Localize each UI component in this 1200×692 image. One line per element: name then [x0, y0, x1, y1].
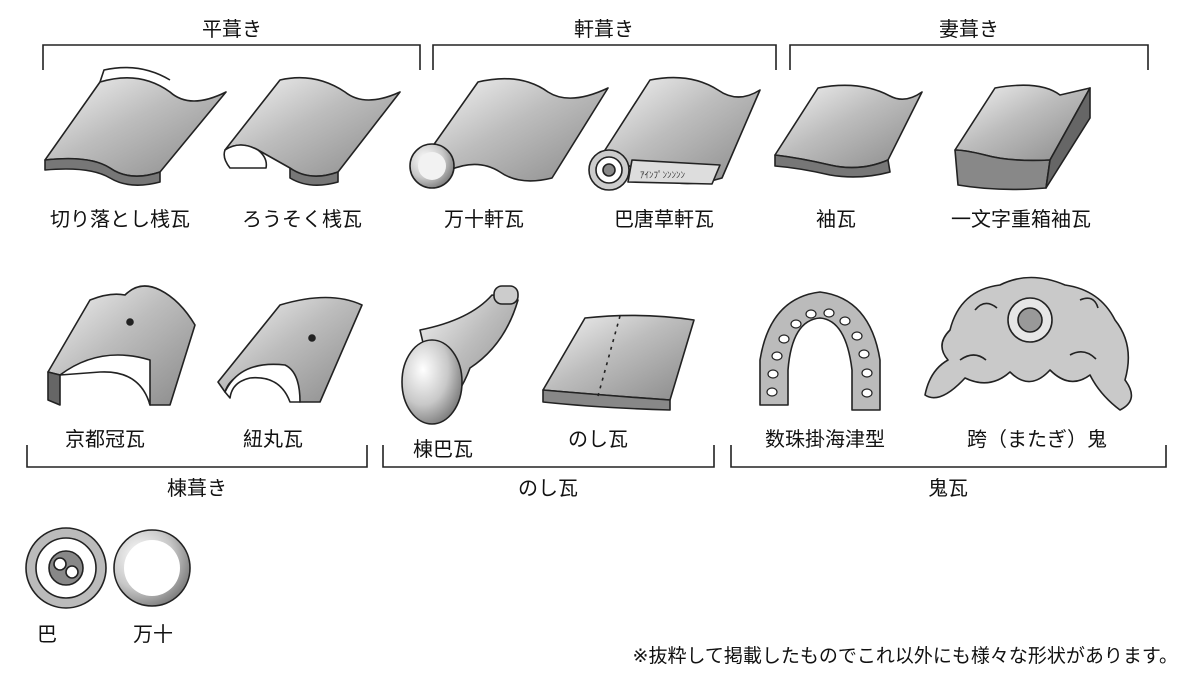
- group-label-munabuki: 棟葺き: [167, 476, 227, 500]
- mune-tomoe-drawing: [401, 285, 519, 425]
- svg-text:ｱｲﾝﾌﾟﾝﾝﾝﾝﾝ: ｱｲﾝﾌﾟﾝﾝﾝﾝﾝ: [640, 170, 686, 181]
- label-rousoku: ろうそく桟瓦: [242, 207, 362, 231]
- group-label-tsumabuki: 妻葺き: [939, 17, 999, 41]
- bracket-tsumabuki: [789, 44, 1149, 70]
- bracket-munabuki: [26, 445, 368, 468]
- matagi-oni-drawing: [924, 276, 1133, 411]
- label-himo-maru: 紐丸瓦: [243, 427, 303, 451]
- label-manju-noki: 万十軒瓦: [444, 207, 524, 231]
- manju-drawing: [113, 529, 191, 607]
- group-label-oni: 鬼瓦: [928, 476, 968, 500]
- label-kyoto-kanmuri: 京都冠瓦: [65, 427, 145, 451]
- group-label-noshi: のし瓦: [518, 476, 578, 500]
- kyoto-kanmuri-drawing: [47, 285, 196, 406]
- bracket-noshi: [382, 445, 715, 468]
- noshi-tile-drawing: [542, 314, 695, 411]
- ichimonji-tile-drawing: [954, 84, 1091, 191]
- tomoe-drawing: [25, 527, 107, 609]
- kiriotoshi-tile-drawing: [44, 66, 227, 186]
- bracket-oni: [730, 445, 1167, 468]
- manju-noki-tile-drawing: [409, 77, 609, 189]
- label-juzukake: 数珠掛海津型: [765, 427, 885, 451]
- group-label-nokibuki: 軒葺き: [574, 17, 634, 41]
- rousoku-tile-drawing: [223, 76, 401, 186]
- label-sode: 袖瓦: [816, 207, 856, 231]
- himo-maru-drawing: [217, 296, 363, 403]
- label-mune-tomoe: 棟巴瓦: [413, 437, 473, 461]
- footnote: ※抜粋して掲載したものでこれ以外にも様々な形状があります。: [632, 645, 1178, 667]
- tomoe-karakusa-tile-drawing: ｱｲﾝﾌﾟﾝﾝﾝﾝﾝ: [588, 76, 761, 191]
- bracket-hirabuki: [42, 44, 421, 70]
- juzukake-drawing: [759, 291, 881, 411]
- label-manju: 万十: [133, 622, 173, 646]
- label-tomoe-karakusa: 巴唐草軒瓦: [614, 207, 714, 231]
- label-noshi-tile: のし瓦: [568, 427, 628, 451]
- label-tomoe: 巴: [37, 622, 57, 646]
- label-matagi: 跨（またぎ）鬼: [967, 427, 1107, 451]
- label-kiriotoshi: 切り落とし桟瓦: [50, 207, 190, 231]
- group-label-hirabuki: 平葺き: [202, 17, 262, 41]
- label-ichimonji: 一文字重箱袖瓦: [951, 207, 1091, 231]
- sode-tile-drawing: [774, 84, 923, 178]
- bracket-nokibuki: [432, 44, 777, 70]
